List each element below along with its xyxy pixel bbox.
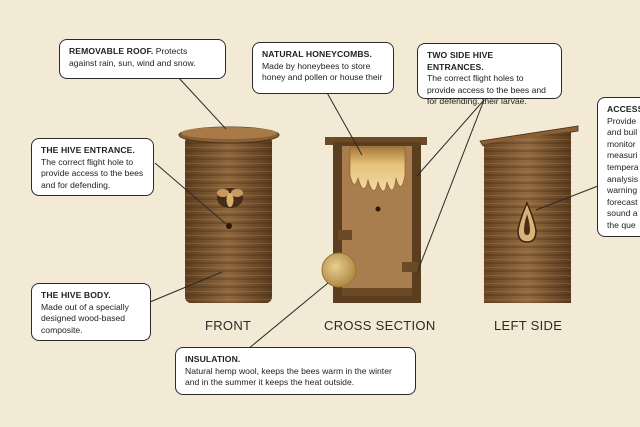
leader-side-entrance-lower — [416, 99, 485, 274]
callout-access: ACCESS Provide and buil monitor measuri … — [597, 97, 640, 237]
cross-entrance-hole — [375, 206, 381, 212]
front-roof-top — [181, 127, 277, 139]
callout-title: INSULATION. — [185, 354, 241, 364]
left-side-hive — [479, 125, 579, 303]
callout-text: Protects against rain, sun, wind and sno… — [69, 46, 196, 68]
leader-access — [535, 185, 599, 211]
leader-side-entrance-upper — [416, 99, 485, 177]
side-entrance-hole — [524, 214, 530, 235]
honeycomb-shape — [349, 146, 406, 192]
leader-lines — [149, 76, 599, 350]
callout-title: NATURAL HONEYCOMBS. — [262, 49, 372, 59]
callout-title: REMOVABLE ROOF. — [69, 46, 154, 56]
callout-side-entrances: TWO SIDE HIVE ENTRANCES. The correct fli… — [417, 43, 562, 106]
cross-floor — [342, 288, 412, 296]
leader-entrance — [154, 162, 227, 225]
insulation-wool-icon — [321, 252, 357, 288]
cross-roof — [325, 137, 427, 145]
leader-roof — [177, 76, 227, 130]
label-cross-section: CROSS SECTION — [324, 318, 436, 333]
front-hive-rings — [185, 136, 272, 303]
label-left-side: LEFT SIDE — [494, 318, 563, 333]
bee-emblem-icon — [217, 188, 243, 208]
callout-text: The correct flight hole to provide acces… — [41, 156, 144, 190]
callout-title: ACCESS — [607, 104, 640, 114]
callout-text: Made out of a specially designed wood-ba… — [41, 301, 129, 335]
callout-title: TWO SIDE HIVE ENTRANCES. — [427, 50, 494, 72]
leader-body — [149, 271, 223, 303]
cross-inner-ledge-right — [402, 262, 418, 272]
callout-title: THE HIVE ENTRANCE. — [41, 145, 135, 155]
callout-text: The correct flight holes to provide acce… — [427, 73, 546, 107]
leader-insulation — [247, 282, 329, 350]
callout-honeycombs: NATURAL HONEYCOMBS. Made by honeybees to… — [252, 42, 394, 94]
callout-title: THE HIVE BODY. — [41, 290, 111, 300]
front-hive — [178, 126, 280, 303]
front-entrance-hole — [226, 223, 232, 229]
callout-text: Natural hemp wool, keeps the bees warm i… — [185, 365, 392, 388]
label-front: FRONT — [205, 318, 252, 333]
callout-removable-roof: REMOVABLE ROOF. Protects against rain, s… — [59, 39, 226, 79]
leader-honeycombs — [320, 81, 363, 156]
callout-hive-entrance: THE HIVE ENTRANCE. The correct flight ho… — [31, 138, 154, 196]
callout-hive-body: THE HIVE BODY. Made out of a specially d… — [31, 283, 151, 341]
callout-text: Made by honeybees to store honey and pol… — [262, 60, 383, 83]
cross-inner-ledge-left — [338, 230, 352, 240]
cross-section-hive — [321, 137, 427, 303]
callout-insulation: INSULATION. Natural hemp wool, keeps the… — [175, 347, 416, 395]
callout-text: Provide and buil monitor measuri tempera… — [607, 115, 639, 230]
